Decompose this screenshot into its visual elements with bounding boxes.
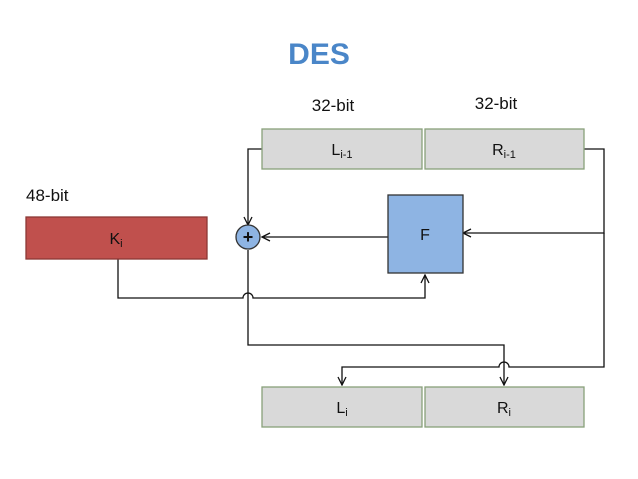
r-prev-to-f-line <box>463 148 605 233</box>
xor-to-r-next-line <box>247 250 504 385</box>
l-prev-label: Li-1 <box>331 142 352 161</box>
r-next-label: Ri <box>497 400 511 419</box>
f-function-block: F <box>387 194 464 274</box>
r-prev-to-l-next-line <box>342 233 605 385</box>
l-width-label: 32-bit <box>312 96 355 115</box>
k-to-f-line <box>117 259 425 299</box>
r-next-block: Ri <box>424 386 585 428</box>
r-prev-block: Ri-1 <box>424 128 585 170</box>
k-width-label: 48-bit <box>26 186 69 205</box>
connectors <box>117 148 605 385</box>
l-next-label: Li <box>336 400 347 419</box>
key-block: Ki <box>25 216 208 260</box>
l-prev-to-xor-line <box>248 148 262 225</box>
l-prev-block: Li-1 <box>261 128 423 170</box>
r-width-label: 32-bit <box>475 94 518 113</box>
xor-node: + <box>235 224 261 250</box>
f-label: F <box>420 227 430 244</box>
l-next-block: Li <box>261 386 423 428</box>
r-prev-label: Ri-1 <box>492 142 516 161</box>
xor-symbol: + <box>243 227 254 247</box>
diagram-title: DES <box>288 38 350 71</box>
key-label: Ki <box>109 231 122 250</box>
